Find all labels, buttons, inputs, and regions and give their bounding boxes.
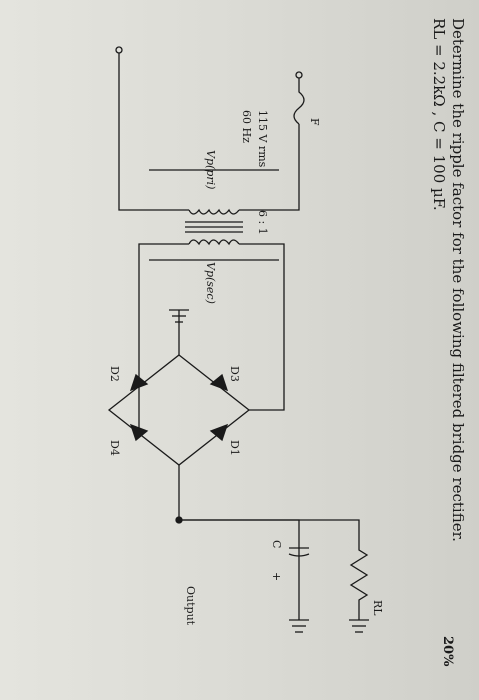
label-turns-ratio: 6 : 1: [256, 210, 269, 235]
label-cap-polarity: +: [270, 572, 283, 582]
label-v-primary: Vp(pri): [204, 150, 217, 190]
primary-bottom-wire: [118, 53, 189, 211]
label-source-voltage: 115 V rms: [256, 110, 269, 168]
label-capacitor: C: [270, 540, 283, 549]
secondary-top-wire: [239, 243, 285, 411]
label-source-frequency: 60 Hz: [240, 110, 253, 143]
fuse-symbol: [293, 78, 305, 125]
diode-d1: [209, 423, 229, 442]
output-rail-top: [179, 519, 300, 580]
diode-d2: [129, 373, 149, 392]
capacitor-plate-2: [288, 553, 310, 557]
primary-top-wire: [239, 124, 300, 211]
label-load-resistor: RL: [371, 600, 384, 616]
input-terminal-bottom: [115, 46, 123, 54]
load-resistor: [179, 519, 369, 620]
secondary-bottom-wire: [138, 243, 189, 430]
label-d1: D1: [228, 440, 241, 456]
label-d4: D4: [108, 440, 121, 456]
label-fuse: F: [308, 118, 321, 126]
input-terminal-top: [295, 71, 303, 79]
label-v-secondary: Vp(sec): [204, 262, 217, 304]
primary-coil: [188, 208, 240, 215]
label-d3: D3: [228, 366, 241, 382]
label-d2: D2: [108, 366, 121, 382]
label-output: Output: [184, 586, 197, 626]
secondary-coil: [188, 239, 240, 246]
diode-d4: [129, 423, 149, 442]
diode-d3: [209, 373, 229, 392]
